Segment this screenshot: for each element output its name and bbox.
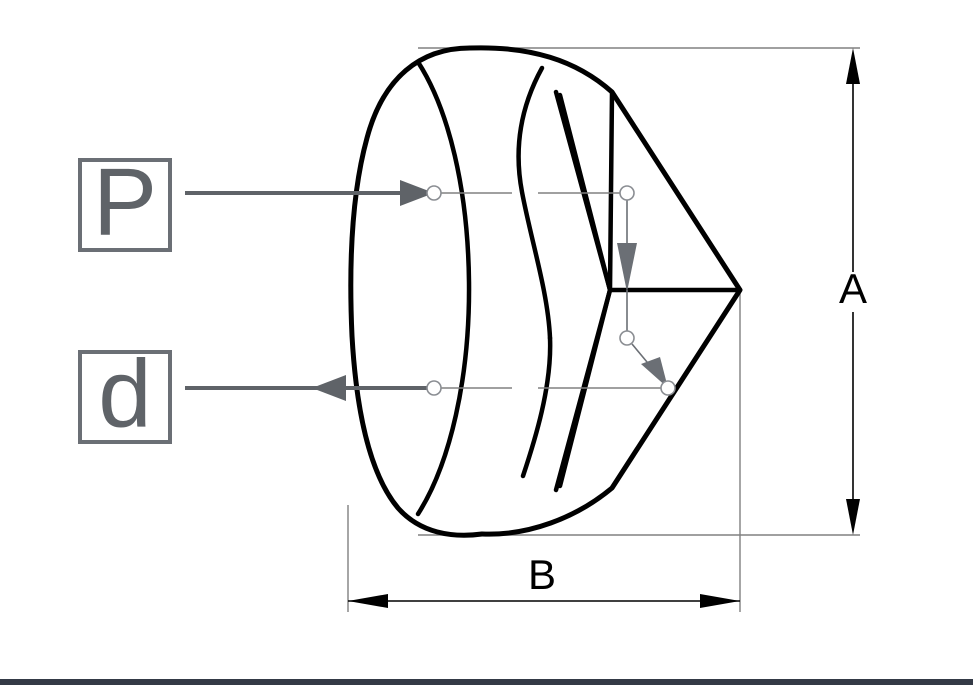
pressure-callout[interactable] bbox=[185, 180, 434, 206]
diameter-callout[interactable] bbox=[185, 375, 434, 401]
dimension-a-text: A bbox=[839, 265, 867, 312]
wedge-diagonal-bottom bbox=[553, 287, 613, 493]
dimension-a[interactable]: A bbox=[839, 48, 867, 535]
dimension-a-arrow-bottom bbox=[846, 499, 860, 535]
node-pressure-outer bbox=[426, 185, 442, 201]
inner-leaders bbox=[617, 200, 668, 388]
pressure-label-text: P bbox=[93, 148, 157, 255]
diameter-label-text: d bbox=[98, 340, 151, 447]
node-diameter-outer bbox=[426, 380, 442, 396]
node-diameter-inner-end bbox=[660, 380, 676, 396]
inner-cavity-lower bbox=[520, 335, 553, 479]
node-circles bbox=[426, 185, 676, 396]
tire-outline bbox=[348, 45, 743, 538]
pressure-callout-arrowhead bbox=[400, 180, 434, 206]
dimension-b-text: B bbox=[528, 551, 556, 598]
pressure-label-box[interactable]: P bbox=[78, 148, 172, 255]
inner-diagonal-leader-arrowhead bbox=[641, 357, 668, 388]
dimension-a-arrow-top bbox=[846, 48, 860, 84]
wedge-diagonal-top bbox=[553, 89, 613, 293]
diameter-label-box[interactable]: d bbox=[78, 340, 172, 447]
dimension-b-arrow-right bbox=[700, 594, 740, 608]
dimension-b-arrow-left bbox=[348, 594, 388, 608]
inner-cavity-upper bbox=[516, 65, 553, 341]
inner-left-curve bbox=[415, 59, 472, 517]
wedge-upper-edge bbox=[607, 89, 615, 293]
center-lines bbox=[434, 192, 668, 389]
node-diameter-inner-start bbox=[619, 330, 635, 346]
wedge-geometry bbox=[553, 89, 613, 493]
diameter-callout-arrowhead bbox=[312, 375, 346, 401]
diameter-label-box-rect bbox=[78, 350, 172, 444]
pressure-label-box-rect bbox=[78, 158, 172, 252]
node-pressure-inner bbox=[619, 185, 635, 201]
inner-vertical-leader-arrowhead bbox=[617, 243, 637, 292]
dimension-b[interactable]: B bbox=[348, 551, 740, 608]
outer-silhouette bbox=[348, 45, 485, 538]
footer-divider-bar bbox=[0, 679, 973, 685]
